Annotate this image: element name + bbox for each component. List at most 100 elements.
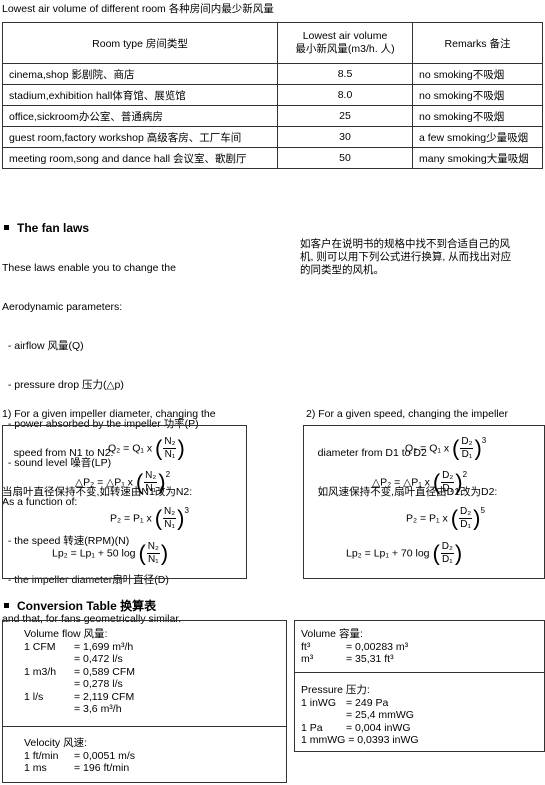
table-header-row: Room type 房间类型 Lowest air volume 最小新风量(m… xyxy=(2,22,543,64)
conv-row: 1 ms= 196 ft/min xyxy=(24,762,135,775)
conv-value: = 196 ft/min xyxy=(74,762,130,774)
conv-value: = 3,6 m³/h xyxy=(74,703,122,715)
text-line: Aerodynamic parameters: xyxy=(2,301,123,313)
text-line: 1) For a given impeller diameter, changi… xyxy=(2,408,216,420)
formula-numerator: D₂ xyxy=(440,541,454,554)
conv-value: = 0,0051 m/s xyxy=(74,749,135,762)
page-title: Lowest air volume of different room 各种房间… xyxy=(2,3,274,15)
text-line: 如客户在说明书的规格中找不到合适自己的风 xyxy=(300,238,510,250)
text-line: 的同类型的风机。 xyxy=(300,264,384,276)
text-line: - the impeller diameter扇叶直径(D) xyxy=(2,574,169,586)
conv-unit: 1 Pa xyxy=(301,721,323,734)
fan-laws-heading-text: The fan laws xyxy=(17,221,90,235)
volume-flow-box xyxy=(2,620,287,727)
table-row: meeting room,song and dance hall 会议室、歌剧厅… xyxy=(2,147,543,169)
cell-remark: no smoking不吸烟 xyxy=(412,84,543,106)
air-volume-table: Room type 房间类型 Lowest air volume 最小新风量(m… xyxy=(2,22,543,169)
volume-section: Volume 容量: ft³= 0,00283 m³ m³= 35,31 ft³ xyxy=(301,628,408,666)
cell-remark: a few smoking少量吸烟 xyxy=(412,126,543,148)
text-line: 当扇叶直径保持不变,如转速由N1改为N2: xyxy=(2,486,193,498)
formula-denominator: D₁ xyxy=(461,449,473,460)
text-line: - airflow 风量(Q) xyxy=(2,340,84,352)
formula-lhs: Lp₂ = Lp₁ + 70 log xyxy=(346,547,430,560)
cell-remark: many smoking大量吸烟 xyxy=(412,147,543,169)
cell-volume: 50 xyxy=(277,147,413,169)
text-line: and that, for fans geometrically similar… xyxy=(2,613,182,625)
cell-room: cinema,shop 影剧院、商店 xyxy=(2,63,278,85)
conv-unit: 1 CFM xyxy=(24,640,56,653)
conv-unit: 1 m3/h xyxy=(24,665,57,678)
conv-unit: m³ xyxy=(301,653,314,665)
header-lowest-air-volume: Lowest air volume 最小新风量(m3/h. 人) xyxy=(277,22,413,64)
cell-volume: 30 xyxy=(277,126,413,148)
velocity-section: Velocity 风速: 1 ft/min= 0,0051 m/s 1 ms= … xyxy=(24,737,135,775)
formula-lhs: P₂ = P₁ x xyxy=(110,512,152,525)
conv-row: 1 l/s = 2,119 CFM xyxy=(24,691,135,704)
conv-row: 1 ft/min= 0,0051 m/s xyxy=(24,750,135,763)
conv-unit: 1 l/s xyxy=(24,690,44,703)
conv-row: 1 Pa= 0,004 inWG xyxy=(301,722,419,735)
velocity-box xyxy=(2,726,287,783)
text-line: 机, 则可以用下列公式进行换算, 从而找出对应 xyxy=(300,251,512,263)
formula-lhs: Q₂ = Q₁ x xyxy=(405,442,450,455)
conv-row: 1 inWG = 249 Pa xyxy=(301,697,419,710)
fan-laws-description-cn: 如客户在说明书的规格中找不到合适自己的风 机, 则可以用下列公式进行换算, 从而… xyxy=(300,238,511,277)
conv-unit: ft³ xyxy=(301,640,311,653)
conv-row: = 25,4 mmWG xyxy=(301,709,419,722)
formula-exponent: 3 xyxy=(481,435,487,445)
formula-lhs: Q₂ = Q₁ x xyxy=(108,442,153,455)
text-line: These laws enable you to change the xyxy=(2,262,176,274)
fan-laws-description: These laws enable you to change the Aero… xyxy=(2,236,199,639)
conv-row: = 0,472 l/s xyxy=(24,653,135,666)
formula-exponent: 2 xyxy=(462,469,468,479)
text-line: - the speed 转速(RPM)(N) xyxy=(2,535,130,547)
table-row: guest room,factory workshop 高级客房、工厂车间 30… xyxy=(2,126,543,148)
formula-box-speed xyxy=(2,425,247,579)
text-line: - pressure drop 压力(△p) xyxy=(2,379,124,391)
conv-value: = 2,119 CFM xyxy=(74,690,135,703)
text-line: 如风速保持不变,扇叶直径由D1改为D2: xyxy=(306,486,498,498)
text-line: As a function of: xyxy=(2,496,78,508)
conv-value: = 0,589 CFM xyxy=(74,665,135,678)
text-line: speed from N1 to N2: xyxy=(2,447,114,459)
conv-value: = 249 Pa xyxy=(346,696,389,709)
conv-row: ft³ = 0,00283 m³ xyxy=(301,641,408,654)
text-line: 2) For a given speed, changing the impel… xyxy=(306,408,508,420)
header-lowest-air-volume-en: Lowest air volume xyxy=(302,30,388,42)
formula-numerator: D₂ xyxy=(459,506,473,519)
conversion-heading-text: Conversion Table 换算表 xyxy=(17,599,157,613)
conv-unit: 1 mmWG xyxy=(301,734,346,746)
cell-room: stadium,exhibition hall体育馆、展览馆 xyxy=(2,84,278,106)
volume-flow-title: Volume flow 风量: xyxy=(24,628,108,640)
formula-numerator: N₂ xyxy=(163,436,177,449)
conv-row: m³= 35,31 ft³ xyxy=(301,653,408,666)
cell-volume: 25 xyxy=(277,105,413,127)
conversion-heading: Conversion Table 换算表 xyxy=(4,597,156,614)
formula-numerator: N₂ xyxy=(163,506,177,519)
conv-value: = 1,699 m³/h xyxy=(74,640,134,653)
formula-numerator: N₂ xyxy=(144,470,158,483)
conv-unit: 1 inWG xyxy=(301,696,337,709)
cell-volume: 8.5 xyxy=(277,63,413,85)
conv-value: = 0,278 l/s xyxy=(74,678,123,690)
text-line: diameter from D1 to D2 xyxy=(306,447,427,459)
text-line: - sound level 噪音(LP) xyxy=(2,457,112,469)
formula-denominator: D₁ xyxy=(460,519,471,530)
formula-denominator: N₁ xyxy=(164,519,175,530)
formula-lhs: △P₂ = △P₁ x xyxy=(372,476,430,489)
cell-remark: no smoking不吸烟 xyxy=(412,63,543,85)
conv-row: = 0,278 l/s xyxy=(24,678,135,691)
table-row: stadium,exhibition hall体育馆、展览馆 8.0 no sm… xyxy=(2,84,543,106)
formula-denominator: N₁ xyxy=(145,483,157,494)
conv-value: = 0,00283 m³ xyxy=(346,640,409,653)
fan-laws-heading: The fan laws xyxy=(4,221,89,235)
header-room-type: Room type 房间类型 xyxy=(2,22,278,64)
case1-text: 1) For a given impeller diameter, changi… xyxy=(2,382,216,512)
header-remarks: Remarks 备注 xyxy=(412,22,543,64)
formula-exponent: 2 xyxy=(165,469,171,479)
cell-room: office,sickroom办公室、普通病房 xyxy=(2,105,278,127)
